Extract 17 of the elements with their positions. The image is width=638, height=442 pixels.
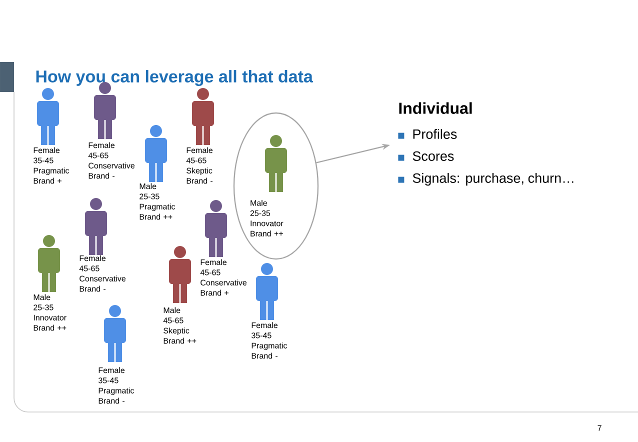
node-label: Individual (399, 102, 472, 114)
person-caption: Male 45-65 Skeptic Brand ++ (163, 307, 196, 344)
person-caption: Female 35-45 Pragmatic Brand - (98, 367, 134, 404)
person-caption: Male 25-35 Pragmatic Brand ++ (140, 183, 175, 220)
node-label: Signals: purchase, churn… (412, 173, 574, 186)
slide-title: How you can leverage all that data (36, 70, 314, 86)
node-label: Scores (412, 151, 454, 161)
person-caption: Female 35-45 Pragmatic Brand + (34, 147, 69, 184)
node-label: Profiles (413, 129, 457, 139)
person-caption: Female 45-65 Skeptic Brand - (186, 147, 213, 184)
person-caption: Female 45-65 Conservative Brand - (88, 142, 135, 179)
person-caption: Female 45-65 Conservative Brand + (200, 259, 247, 296)
person-caption: Female 35-45 Pragmatic Brand - (252, 322, 287, 359)
person-caption: Female 45-65 Conservative Brand - (79, 255, 126, 292)
bullet-list: Individual Profiles Scores Signals: purchase, churn… (398, 102, 574, 186)
person-caption: Male 25-35 Innovator Brand ++ (34, 294, 66, 331)
page-number: 7 (598, 425, 602, 431)
